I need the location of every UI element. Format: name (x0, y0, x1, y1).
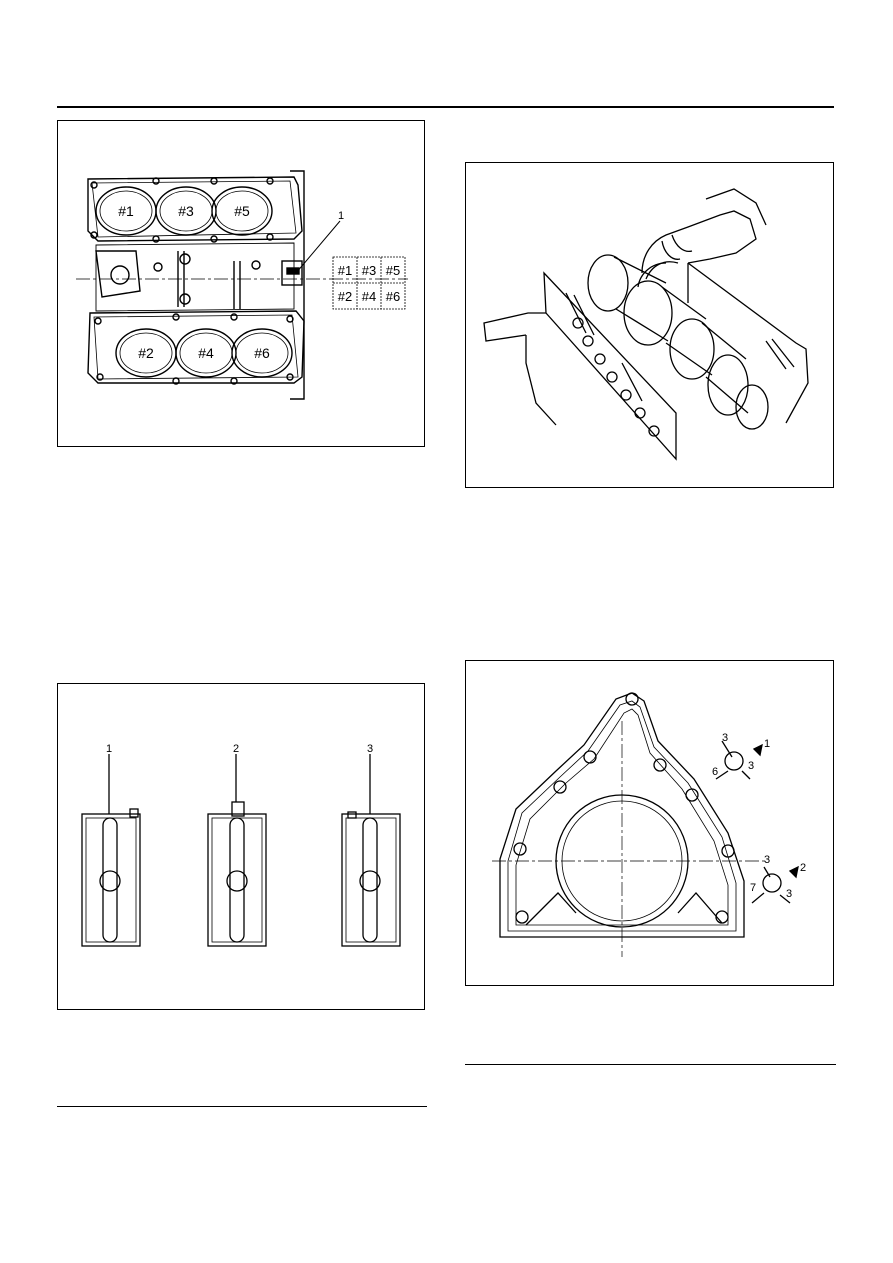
grid-cell: #4 (362, 289, 376, 304)
detail-2-dim-top: 3 (764, 854, 770, 866)
bore-label: #6 (254, 345, 270, 361)
shell-label-3: 3 (367, 743, 373, 755)
bore-label: #1 (118, 203, 134, 219)
section-rule-right (465, 1064, 836, 1065)
grid-cell: #1 (338, 263, 352, 278)
bore-label: #5 (234, 203, 250, 219)
detail-2-dim-left: 7 (750, 882, 756, 894)
grid-cell: #6 (386, 289, 400, 304)
header-rule (57, 106, 834, 108)
bore-label: #4 (198, 345, 214, 361)
callout-label-1: 1 (338, 210, 344, 222)
bore-label: #3 (178, 203, 194, 219)
bearing-shells-figure: 1 2 3 (57, 683, 425, 1010)
detail-1-dim-top: 3 (722, 732, 728, 744)
shell-label-1: 1 (106, 743, 112, 755)
detail-2-callout: 2 (800, 862, 806, 874)
grid-cell: #3 (362, 263, 376, 278)
crankshaft-figure (465, 162, 834, 488)
rear-cover-figure: 1 3 6 3 2 3 7 3 (465, 660, 834, 986)
bore-label: #2 (138, 345, 154, 361)
grid-cell: #2 (338, 289, 352, 304)
detail-1-dim-left: 6 (712, 766, 718, 778)
detail-1-callout: 1 (764, 738, 770, 750)
detail-2-dim-right: 3 (786, 888, 792, 900)
section-rule-left (57, 1106, 427, 1107)
grid-cell: #5 (386, 263, 400, 278)
shell-label-2: 2 (233, 743, 239, 755)
cylinder-block-figure: 1 #1 #3 #5 #2 #4 #6 #1 #3 #5 #2 #4 #6 (57, 120, 425, 447)
detail-1-dim-right: 3 (748, 760, 754, 772)
